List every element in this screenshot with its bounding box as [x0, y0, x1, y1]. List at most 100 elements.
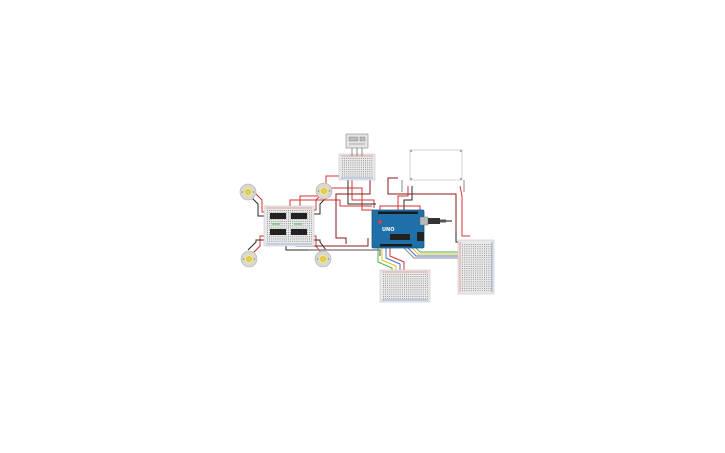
breadboard-hole — [488, 248, 490, 250]
breadboard-hole — [290, 225, 291, 227]
breadboard-hole — [484, 274, 485, 276]
breadboard-hole — [304, 210, 306, 211]
breadboard-hole — [462, 290, 463, 292]
breadboard-hole — [350, 169, 352, 170]
breadboard-hole — [285, 210, 287, 211]
breadboard-hole — [477, 281, 479, 283]
breadboard-hole — [425, 280, 426, 282]
breadboard-hole — [309, 218, 310, 220]
breadboard-hole — [269, 218, 270, 220]
motor-top-right[interactable] — [315, 182, 333, 200]
breadboard-hole — [404, 291, 405, 293]
breadboard-hole — [283, 223, 285, 225]
breadboard-hole — [393, 296, 395, 297]
breadboard-hole — [420, 282, 422, 284]
breadboard-hole — [418, 287, 420, 289]
breadboard-hole — [479, 288, 481, 289]
breadboard-hole — [470, 248, 472, 250]
breadboard-hole — [288, 229, 289, 231]
breadboard-hole — [311, 227, 312, 229]
breadboard-hole — [342, 158, 343, 159]
breadboard-hole — [470, 250, 472, 252]
breadboard-hole — [311, 214, 312, 216]
lcd-panel-outline[interactable] — [401, 149, 465, 192]
breadboard-hole — [292, 225, 294, 227]
breadboard-hole — [281, 236, 283, 238]
breadboard-hole — [404, 285, 405, 286]
breadboard-hole — [473, 281, 474, 283]
breadboard-hole — [342, 175, 343, 177]
breadboard-right[interactable] — [457, 239, 495, 295]
breadboard-hole — [385, 287, 386, 289]
breadboard-hole — [360, 171, 362, 173]
servo-tester-module[interactable] — [345, 133, 369, 156]
breadboard-hole — [414, 296, 416, 297]
breadboard-hole — [462, 261, 463, 263]
breadboard-hole — [473, 244, 474, 245]
breadboard-hole — [273, 221, 275, 222]
motor-bottom-left[interactable] — [240, 250, 258, 268]
breadboard-hole — [427, 274, 428, 275]
breadboard-hole — [404, 276, 405, 278]
breadboard-hole — [288, 236, 289, 238]
breadboard-bottom[interactable] — [379, 269, 431, 303]
breadboard-hole — [346, 160, 348, 162]
breadboard-hole — [267, 218, 268, 220]
breadboard-hole — [367, 160, 369, 162]
breadboard-hole — [304, 236, 306, 238]
breadboard-hole — [414, 291, 416, 293]
breadboard-hole — [462, 246, 463, 248]
breadboard-hole — [462, 248, 463, 250]
breadboard-hole — [273, 240, 275, 242]
breadboard-hole — [416, 274, 418, 275]
breadboard-hole — [412, 296, 414, 297]
breadboard-hole — [464, 248, 466, 250]
breadboard-hole — [346, 175, 348, 177]
breadboard-hole — [484, 279, 485, 281]
breadboard-hole — [344, 173, 345, 175]
breadboard-hole — [348, 171, 350, 173]
arduino-uno-board[interactable]: UNO — [371, 209, 429, 249]
breadboard-hole — [290, 216, 291, 218]
breadboard-hole — [475, 266, 477, 267]
breadboard-hole — [464, 266, 466, 267]
breadboard-hole — [401, 274, 403, 275]
breadboard-hole — [290, 229, 291, 231]
breadboard-hole — [473, 283, 474, 285]
breadboard-hole — [410, 278, 412, 280]
breadboard-hole — [427, 291, 428, 293]
breadboard-hole — [288, 223, 289, 225]
breadboard-hole — [267, 240, 268, 242]
motor-bottom-right[interactable] — [314, 250, 332, 268]
breadboard-hole — [290, 221, 291, 222]
breadboard-hole — [397, 276, 399, 278]
breadboard-hole — [285, 234, 287, 236]
breadboard-hole — [473, 268, 474, 270]
breadboard-hole — [393, 274, 395, 275]
breadboard-hole — [425, 298, 426, 300]
breadboard-hole — [358, 169, 360, 170]
breadboard-hole — [488, 259, 490, 261]
breadboard-hole — [387, 287, 389, 289]
breadboard-hole — [342, 169, 343, 170]
arduino-reset-button[interactable] — [378, 220, 382, 224]
breadboard-hole — [427, 282, 428, 284]
breadboard-hole — [292, 210, 294, 211]
breadboard-motor-driver[interactable] — [263, 205, 315, 247]
breadboard-top-small[interactable] — [338, 153, 376, 181]
breadboard-hole — [367, 175, 369, 177]
breadboard-hole — [279, 218, 281, 220]
breadboard-hole — [481, 283, 483, 285]
breadboard-hole — [389, 289, 391, 291]
breadboard-hole — [416, 289, 418, 291]
breadboard-hole — [365, 173, 366, 175]
motor-top-left[interactable] — [239, 183, 257, 201]
breadboard-hole — [344, 171, 345, 173]
breadboard-hole — [486, 246, 488, 248]
breadboard-hole — [466, 274, 468, 276]
breadboard-hole — [481, 274, 483, 276]
breadboard-hole — [391, 276, 393, 278]
breadboard-hole — [285, 223, 287, 225]
breadboard-hole — [387, 289, 389, 291]
breadboard-hole — [309, 227, 310, 229]
